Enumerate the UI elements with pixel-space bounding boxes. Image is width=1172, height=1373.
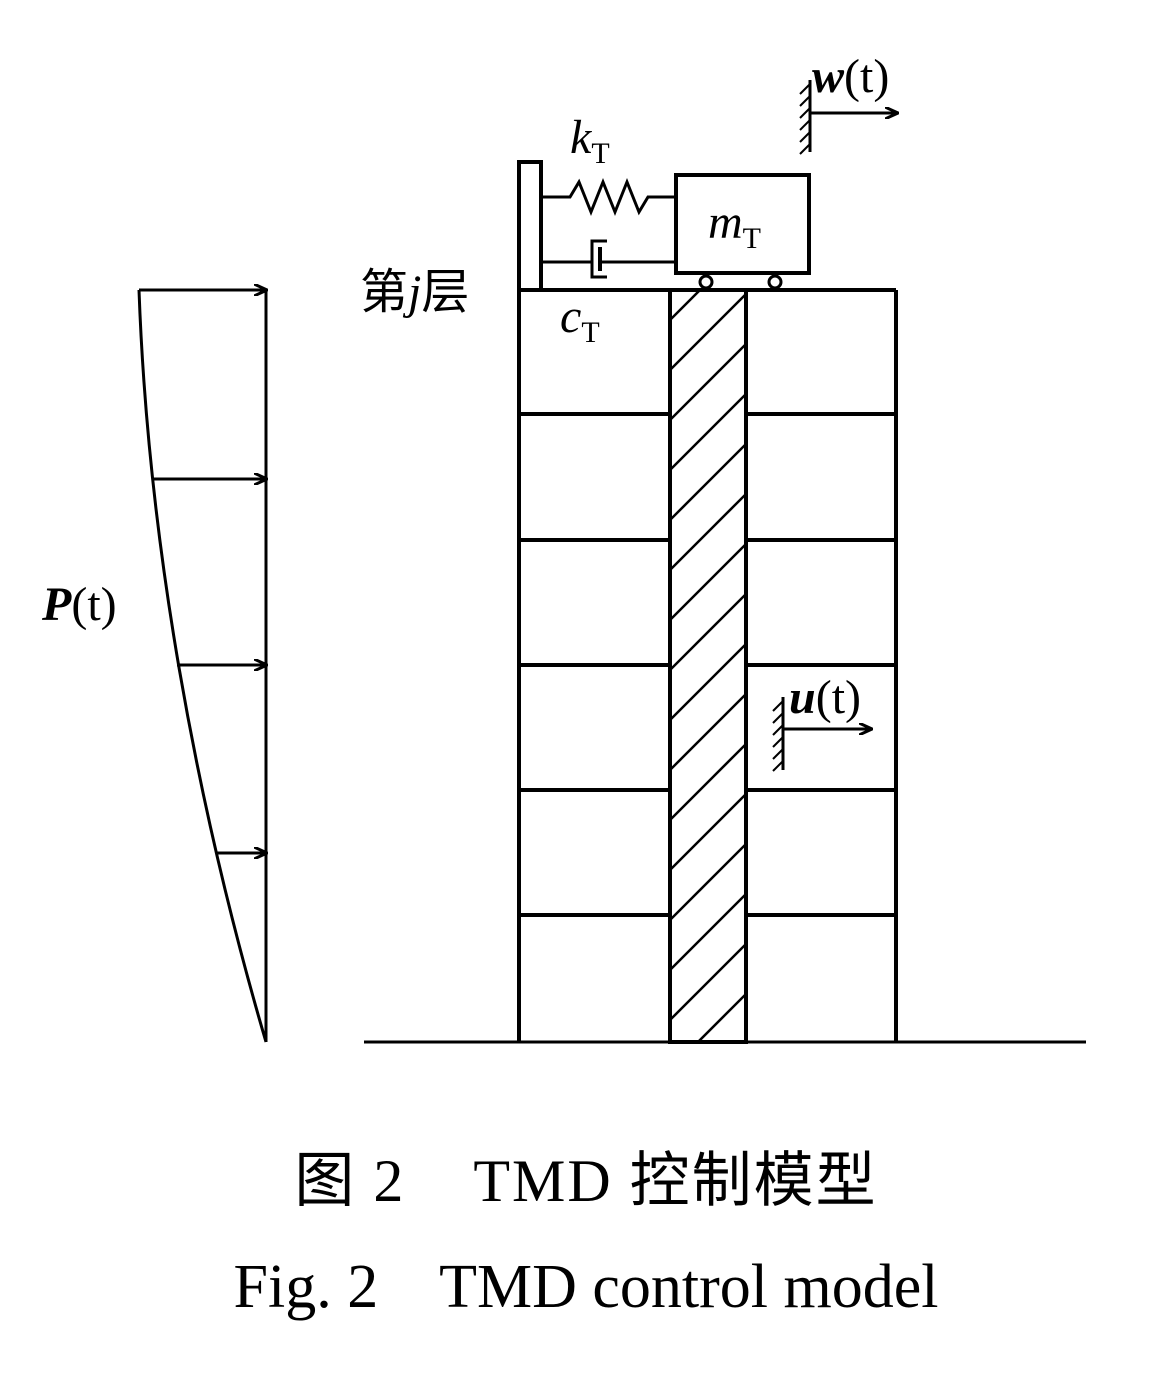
- core-hatch-line: [670, 692, 746, 772]
- tmd-mass-block: [674, 173, 811, 275]
- figure-caption-chinese: 图 2 TMD 控制模型: [294, 1148, 878, 1214]
- tmd-support-plate: [517, 160, 543, 292]
- core-hatch-line: [670, 742, 746, 822]
- control-force-reference: [772, 697, 871, 772]
- tmd-roller-right: [767, 274, 783, 290]
- wind-load-label: P(t): [41, 578, 117, 631]
- core-hatch-line: [670, 792, 746, 872]
- core-hatch-line: [696, 992, 746, 1042]
- spring-k-label: kT: [570, 111, 610, 170]
- core-hatch-line: [670, 290, 702, 322]
- control-force-u-label: u(t): [789, 671, 861, 724]
- building-frame: [517, 288, 898, 1042]
- core-hatch-line: [670, 542, 746, 622]
- core-hatch-line: [670, 642, 746, 722]
- core-hatch-line: [670, 592, 746, 672]
- wind-load-profile: [137, 289, 268, 1043]
- disturbance-reference: [799, 80, 897, 155]
- floor-j-label: 第j层: [360, 266, 469, 319]
- damper-c-label: cT: [560, 290, 600, 349]
- disturbance-hatch: [799, 83, 811, 155]
- tmd-spring: [541, 177, 676, 217]
- control-hatch: [772, 700, 784, 772]
- core-hatch-line: [660, 1030, 760, 1130]
- mass-m-label: mT: [708, 196, 761, 255]
- core-hatch-line: [670, 292, 746, 372]
- disturbance-w-label: w(t): [812, 50, 889, 103]
- core-hatch-line: [670, 392, 746, 472]
- tmd-roller-left: [698, 274, 714, 290]
- figure-caption-english: Fig. 2 TMD control model: [233, 1253, 939, 1321]
- tmd-damper-cylinder: [590, 239, 607, 279]
- core-hatch-line: [670, 942, 746, 1022]
- load-profile-curve: [137, 289, 268, 1043]
- core-hatch-line: [670, 492, 746, 572]
- core-wall: [660, 288, 760, 1130]
- core-hatch-line: [670, 342, 746, 422]
- tmd-assembly: [517, 160, 811, 292]
- core-hatch-line: [670, 892, 746, 972]
- core-hatch-line: [670, 842, 746, 922]
- core-hatch-line: [670, 442, 746, 522]
